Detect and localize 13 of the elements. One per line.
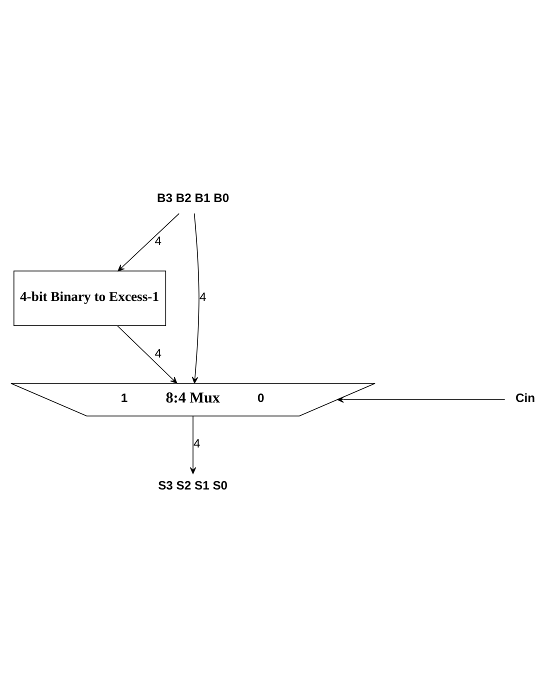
edge-label: 4	[200, 290, 206, 304]
edge-label: 4	[154, 346, 162, 360]
node-text: S3 S2 S1 S0	[158, 478, 228, 492]
arrow	[190, 415, 196, 474]
arrow	[337, 396, 506, 402]
edge-label: 4	[154, 234, 162, 248]
arrow	[118, 212, 180, 271]
node-box: 4-bit Binary to Excess-1	[14, 270, 166, 326]
arrow	[117, 324, 178, 384]
arrow	[192, 212, 200, 384]
edge-label: 4	[193, 436, 200, 450]
node-text: B3 B2 B1 B0	[156, 190, 230, 204]
node-text: Cin	[516, 390, 536, 404]
